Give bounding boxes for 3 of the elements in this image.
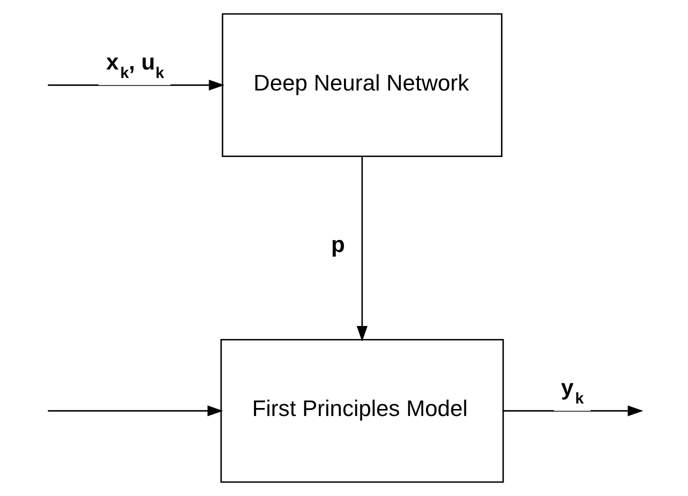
edge-label: y$_{k}$ <box>560 375 584 408</box>
edge-label: p <box>330 232 344 257</box>
edge-label: x$_{k}$, u$_{k}$ <box>106 49 164 82</box>
